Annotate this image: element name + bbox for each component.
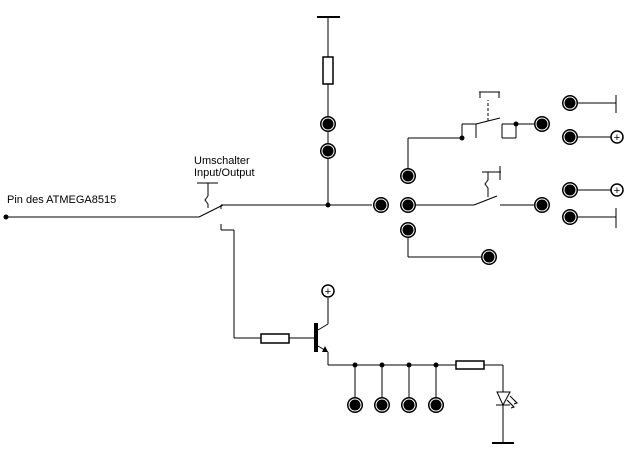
pullup-resistor [322,56,334,85]
socket-ground-1[interactable] [562,95,578,111]
socket-bus-end[interactable] [373,197,389,213]
plus-terminal-icon: + [610,183,624,197]
socket-junction-mid[interactable] [400,197,416,213]
pushbutton[interactable] [459,91,535,141]
pullup-branch [317,16,340,205]
base-resistor [260,333,290,344]
toggle-switch[interactable] [473,166,534,206]
plus-symbol: + [614,185,620,197]
plus-terminal-icon: + [321,284,335,298]
power-terminals [578,95,617,228]
socket-toggle-out[interactable] [534,197,550,213]
plus-terminal-icon: + [610,130,624,144]
transistor-stage [234,298,456,366]
led-resistor [455,360,485,370]
socket-pullup-2[interactable] [320,143,336,159]
switch-label-line2: Input/Output [194,167,255,179]
plus-symbol: + [614,132,620,144]
socket-pushbutton-out[interactable] [534,116,550,132]
led-branch [455,360,518,444]
plus-symbol: + [325,286,331,298]
pin-wire [3,214,199,220]
socket-junction-top[interactable] [400,168,416,184]
socket-output-1[interactable] [347,397,363,413]
socket-ground-2[interactable] [562,209,578,225]
led [496,391,518,409]
input-output-switch[interactable] [197,182,640,338]
right-network [407,137,481,258]
socket-pullup-1[interactable] [320,116,336,132]
socket-junction-bottom[interactable] [400,222,416,238]
socket-junction-out[interactable] [481,249,497,265]
pin-label: Pin des ATMEGA8515 [7,194,116,206]
socket-plus-2[interactable] [562,182,578,198]
socket-output-2[interactable] [374,397,390,413]
switch-label-line1: Umschalter [194,155,250,167]
socket-plus-1[interactable] [562,129,578,145]
socket-output-3[interactable] [401,397,417,413]
socket-output-4[interactable] [428,397,444,413]
